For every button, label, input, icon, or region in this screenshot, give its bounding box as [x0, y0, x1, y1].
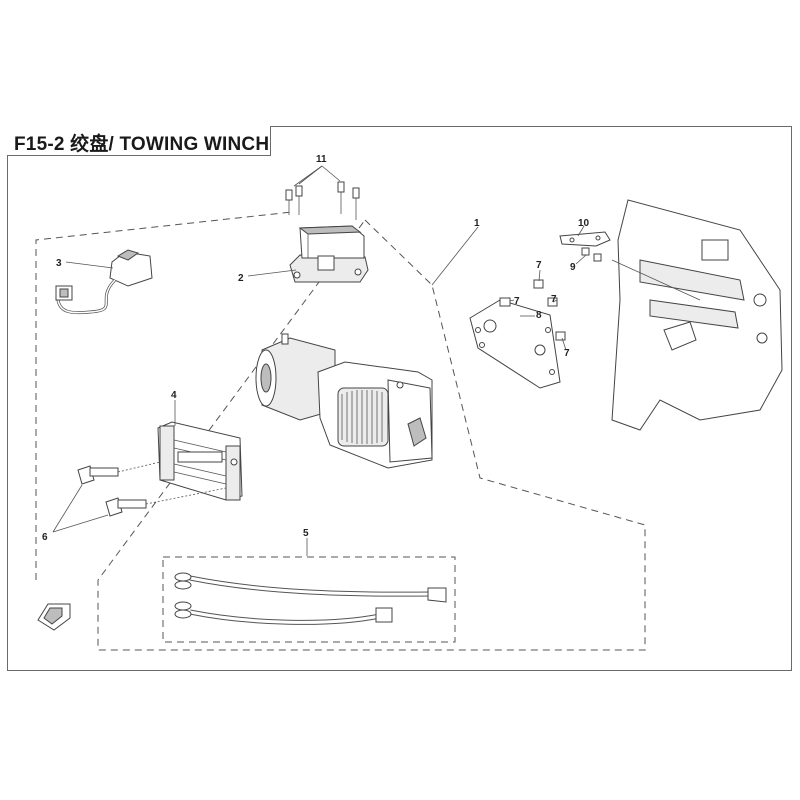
- callout-7-left: 7: [514, 296, 520, 307]
- part-3-rocker-switch: [55, 249, 153, 315]
- callout-9: 9: [570, 262, 576, 273]
- front-direction-arrow-icon: [37, 603, 71, 631]
- callout-2: 2: [238, 273, 244, 284]
- callout-5: 5: [303, 528, 309, 539]
- callout-7-right: 7: [551, 294, 557, 305]
- callout-4: 4: [171, 390, 177, 401]
- callout-3: 3: [56, 258, 62, 269]
- part-4-roller-fairlead: [157, 421, 243, 501]
- kit-boundary-outline: [35, 211, 646, 651]
- part-5-power-cables: [174, 572, 447, 625]
- cable-set-boundary: [162, 556, 456, 643]
- winch-assembly: [255, 333, 433, 469]
- part-10-bracket: [559, 231, 611, 247]
- part-9-bolts: [581, 247, 602, 262]
- part-7-nuts: [499, 279, 566, 341]
- part-6-bolts: [77, 461, 227, 517]
- callout-7-lower: 7: [564, 348, 570, 359]
- title-box: [7, 126, 271, 156]
- part-11-bolts: [285, 181, 360, 220]
- page-title: F15-2 绞盘/ TOWING WINCH: [14, 134, 270, 155]
- diagram-frame: [7, 126, 792, 671]
- part-8-mounting-plate: [469, 299, 561, 389]
- part-2-relay-box: [289, 225, 369, 283]
- callout-7-upper: 7: [536, 260, 542, 271]
- callout-10: 10: [578, 218, 590, 229]
- callout-11: 11: [316, 154, 327, 165]
- callout-6: 6: [42, 532, 48, 543]
- callout-8: 8: [536, 310, 542, 321]
- vehicle-front-frame: [611, 199, 783, 431]
- callout-1: 1: [474, 218, 480, 229]
